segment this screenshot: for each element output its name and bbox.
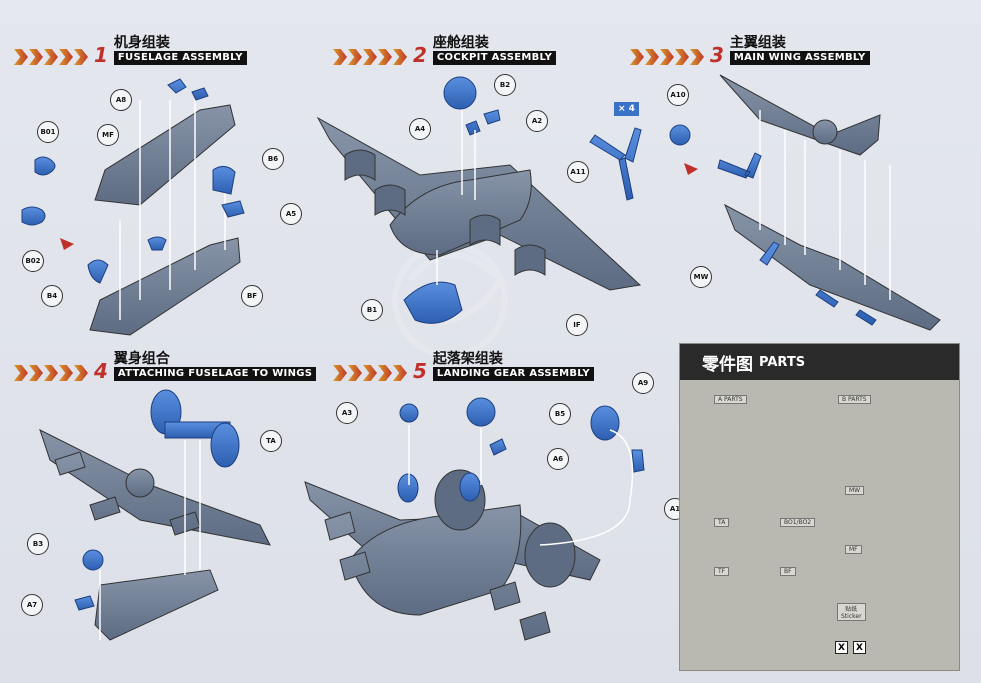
step1-chevrons — [14, 49, 88, 65]
step3-chevrons — [630, 49, 704, 65]
callout-b2: B2 — [494, 74, 516, 96]
parts-header: 零件图 PARTS — [680, 344, 959, 380]
step1-number: 1 — [94, 43, 108, 67]
callout-a4: A4 — [409, 118, 431, 140]
callout-bf: BF — [241, 285, 263, 307]
callout-a6: A6 — [547, 448, 569, 470]
callout-mf: MF — [97, 124, 119, 146]
sticker-mark-2: X — [853, 641, 866, 654]
callout-b01: B01 — [37, 121, 59, 143]
quantity-multiplier: × 4 — [614, 102, 639, 116]
step4-title-zh: 翼身组合 — [113, 351, 170, 367]
step5-chevrons — [333, 365, 407, 381]
tag-tf: TF — [714, 567, 730, 576]
callout-b5: B5 — [549, 403, 571, 425]
sticker-label-zh: 贴纸 — [845, 606, 858, 613]
step3-art — [589, 74, 941, 331]
step5-number: 5 — [413, 359, 427, 383]
step2-title-zh: 座舱组装 — [432, 35, 489, 51]
callout-b6: B6 — [262, 148, 284, 170]
step4-chevrons — [14, 365, 88, 381]
step2-chevrons — [333, 49, 407, 65]
step1-title-zh: 机身组装 — [113, 35, 170, 51]
callout-a10: A10 — [667, 84, 689, 106]
tag-ta: TA — [714, 518, 730, 527]
step2-art — [316, 76, 642, 324]
callout-b4: B4 — [41, 285, 63, 307]
tag-mw: MW — [845, 486, 865, 495]
tag-mf: MF — [845, 545, 862, 554]
callout-ta: TA — [260, 430, 282, 452]
callout-a3: A3 — [336, 402, 358, 424]
step2-number: 2 — [413, 43, 427, 67]
callout-a5: A5 — [280, 203, 302, 225]
parts-title-zh: 零件图 — [702, 354, 753, 375]
tag-b01-b02: BO1/BO2 — [780, 518, 816, 527]
sticker-mark-1: X — [835, 641, 848, 654]
step3-number: 3 — [710, 43, 724, 67]
fuselage-bottom-half — [89, 237, 241, 336]
step5-art — [304, 397, 645, 641]
step4-art — [39, 389, 271, 641]
step1-art — [21, 78, 245, 336]
callout-b3: B3 — [27, 533, 49, 555]
tag-bf: BF — [780, 567, 796, 576]
step1-title-en: FUSELAGE ASSEMBLY — [113, 51, 247, 65]
tag-a-parts: A PARTS — [714, 395, 747, 404]
callout-mw: MW — [690, 266, 712, 288]
parts-panel: 零件图 PARTS — [679, 343, 960, 671]
callout-a7: A7 — [21, 594, 43, 616]
tag-b-parts: B PARTS — [838, 395, 871, 404]
callout-a11: A11 — [567, 161, 589, 183]
sticker-label-en: Sticker — [841, 613, 862, 620]
step2-title-en: COCKPIT ASSEMBLY — [432, 51, 557, 65]
step3-title-en: MAIN WING ASSEMBLY — [729, 51, 870, 65]
callout-a2: A2 — [526, 110, 548, 132]
step5-title-en: LANDING GEAR ASSEMBLY — [432, 367, 594, 381]
callout-a9: A9 — [632, 372, 654, 394]
callout-if: IF — [566, 314, 588, 336]
step5-title-zh: 起落架组装 — [432, 351, 503, 367]
step4-number: 4 — [94, 359, 108, 383]
step4-title-en: ATTACHING FUSELAGE TO WINGS — [113, 367, 317, 381]
callout-b1: B1 — [361, 299, 383, 321]
callout-a8: A8 — [110, 89, 132, 111]
step3-title-zh: 主翼组装 — [729, 35, 786, 51]
tag-sticker: 贴纸 Sticker — [837, 603, 866, 621]
callout-b02: B02 — [22, 250, 44, 272]
parts-title-en: PARTS — [759, 354, 806, 370]
